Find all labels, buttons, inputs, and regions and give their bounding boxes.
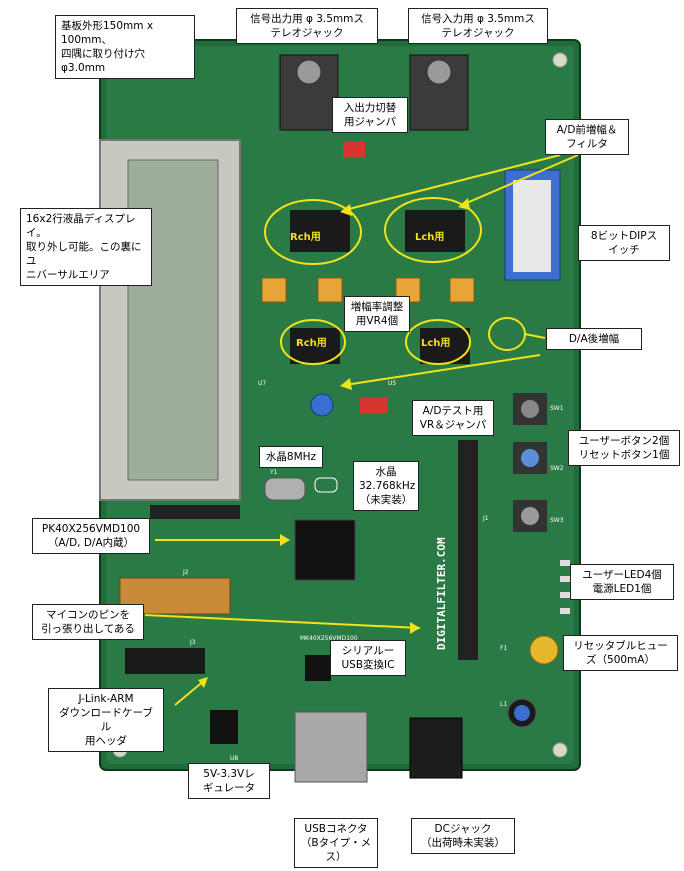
mount-hole-tr: [552, 52, 568, 68]
callout-crystal-32k: 水晶 32.768kHz （未実装）: [353, 461, 419, 511]
silk-l1: L1: [500, 701, 507, 708]
silk-f1: F1: [500, 645, 507, 652]
reset-button-cap: [521, 400, 539, 418]
opamp-rch-top: [290, 210, 350, 252]
arrow-heads: [198, 198, 470, 688]
vr-trimmer-2: [317, 277, 343, 303]
lcd-header: [150, 505, 240, 519]
callout-io-jumper: 入出力切替 用ジャンパ: [332, 97, 408, 133]
silk-vertical-brand: DIGITALFILTER.COM: [435, 537, 448, 650]
highlight-lch-top: [384, 197, 482, 263]
label-rch-bottom: Rch用: [296, 337, 327, 349]
label-lch-bottom: Lch用: [421, 337, 450, 349]
silk-u8: U8: [230, 755, 238, 762]
led-4: [560, 608, 570, 614]
callout-fuse: リセッタブルヒュー ズ（500mA）: [563, 635, 678, 671]
callout-ad-preamp: A/D前増幅＆ フィルタ: [545, 119, 629, 155]
inductor-center: [514, 705, 530, 721]
leader-jlink: [174, 679, 206, 706]
arrowhead-adpreamp-rch: [340, 204, 352, 216]
callout-crystal-8mhz: 水晶8MHz: [259, 446, 323, 468]
leader-dapostamp-right: [524, 333, 546, 339]
callout-mcu-pins: マイコンのピンを 引っ張り出してある: [32, 604, 144, 640]
highlight-rch-bottom: [280, 319, 346, 365]
callout-dip-switch: 8ビットDIPス イッチ: [578, 225, 670, 261]
silk-j2: J2: [182, 569, 189, 576]
crystal-8mhz-part: [264, 477, 306, 501]
leader-adpreamp-lch: [461, 154, 579, 206]
callout-regulator: 5V-3.3Vレ ギュレータ: [188, 763, 270, 799]
dc-jack-part: [409, 717, 463, 779]
header-j1: [458, 440, 478, 660]
crystal-32k-footprint: [314, 477, 338, 493]
ad-test-vr: [310, 393, 334, 417]
opamp-rch-bottom: [290, 328, 340, 364]
callout-lcd: 16x2行液晶ディスプレイ。 取り外し可能。この裏にユ ニバーサルエリア: [20, 208, 152, 286]
arrowhead-mcu-pins: [410, 622, 420, 634]
led-2: [560, 576, 570, 582]
callout-jlink: J-Link-ARM ダウンロードケーブル 用ヘッダ: [48, 688, 164, 752]
silk-part-number: MK40X256VMD100: [300, 635, 358, 642]
label-lch-top: Lch用: [415, 231, 444, 243]
callout-leds: ユーザーLED4個 電源LED1個: [570, 564, 674, 600]
mcu-chip: [294, 519, 356, 581]
silk-u7: U7: [258, 380, 266, 387]
user-button-1-cap: [521, 449, 539, 467]
callout-input-jack: 信号入力用 φ 3.5mmス テレオジャック: [408, 8, 548, 44]
dip-switch-slots: [513, 180, 551, 272]
output-jack-socket: [296, 59, 322, 85]
regulator-part: [210, 710, 238, 744]
usb-connector-part: [294, 711, 368, 783]
leader-dapostamp-left: [344, 354, 541, 386]
silk-sw1: SW1: [550, 405, 564, 412]
arrowhead-jlink: [198, 677, 208, 688]
silk-j1: J1: [482, 515, 489, 522]
fuse-part: [529, 635, 559, 665]
opamp-lch-top: [405, 210, 465, 252]
ad-test-jumper: [360, 398, 388, 414]
led-1: [560, 560, 570, 566]
callout-mcu: PK40X256VMD100 （A/D, D/A内蔵）: [32, 518, 150, 554]
led-3: [560, 592, 570, 598]
callout-usb: USBコネクタ （Bタイプ・メス）: [294, 818, 378, 868]
leader-lines: [144, 154, 579, 706]
silk-y1: Y1: [269, 469, 278, 476]
callout-serial-usb: シリアルー USB変換IC: [330, 640, 406, 676]
callout-ad-test: A/Dテスト用 VR＆ジャンパ: [412, 400, 494, 436]
input-jack-socket: [426, 59, 452, 85]
arrowhead-adpreamp-lch: [458, 198, 470, 210]
label-rch-top: Rch用: [290, 231, 321, 243]
arrowhead-mcu: [280, 534, 290, 546]
silk-sw3: SW3: [550, 517, 564, 524]
highlight-rch-top: [264, 199, 362, 265]
mount-hole-br: [552, 742, 568, 758]
io-jumper-part: [343, 142, 365, 158]
leader-mcu-pins: [144, 614, 421, 629]
vr-trimmer-1: [261, 277, 287, 303]
vr-trimmer-4: [449, 277, 475, 303]
silk-u5: U5: [388, 380, 396, 387]
user-button-2-cap: [521, 507, 539, 525]
callout-output-jack: 信号出力用 φ 3.5mmス テレオジャック: [236, 8, 378, 44]
callout-board-size: 基板外形150mm x 100mm、 四隅に取り付け穴 φ3.0mm: [55, 15, 195, 79]
silk-j3: J3: [189, 639, 196, 646]
callout-dc-jack: DCジャック （出荷時未実装）: [411, 818, 515, 854]
arrowhead-dapostamp-left: [340, 378, 352, 390]
callout-da-postamp: D/A後増幅: [546, 328, 642, 350]
serial-usb-ic-part: [305, 655, 331, 681]
callout-user-buttons: ユーザーボタン2個 リセットボタン1個: [568, 430, 680, 466]
jlink-header-part: [125, 648, 205, 674]
highlight-lch-bottom: [405, 319, 471, 365]
silk-sw2: SW2: [550, 465, 564, 472]
callout-gain-vr: 増幅率調整 用VR4個: [344, 296, 410, 332]
leader-adpreamp-rch: [344, 154, 561, 211]
